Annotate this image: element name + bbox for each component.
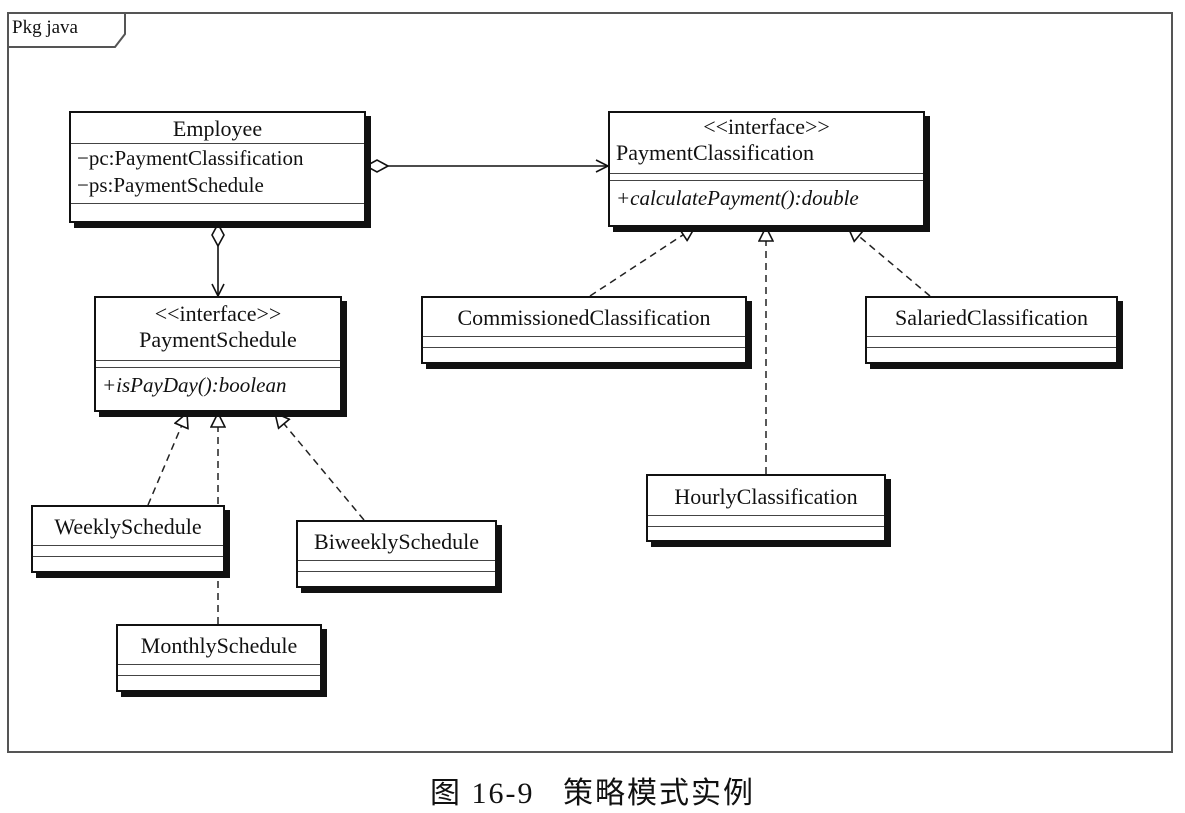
class-name: PaymentSchedule	[139, 327, 297, 352]
class-biweekly-schedule[interactable]: BiweeklySchedule	[296, 520, 497, 588]
attribute-ps: −ps:PaymentSchedule	[77, 173, 264, 197]
figure-caption: 图 16-9 策略模式实例	[430, 777, 755, 810]
class-name: HourlyClassification	[674, 484, 858, 509]
class-name: WeeklySchedule	[54, 514, 202, 539]
realization-biweekly	[275, 413, 365, 521]
realization-weekly	[147, 413, 187, 506]
operation-calculate-payment: +calculatePayment():double	[610, 180, 923, 215]
stereotype-label: <<interface>>	[703, 114, 830, 139]
class-commissioned-classification[interactable]: CommissionedClassification	[421, 296, 747, 364]
class-name: MonthlySchedule	[140, 633, 298, 658]
class-monthly-schedule[interactable]: MonthlySchedule	[116, 624, 322, 692]
class-name: Employee	[172, 116, 263, 141]
package-label: Pkg java	[12, 17, 78, 38]
class-name: PaymentClassification	[616, 140, 814, 165]
package-tab	[7, 12, 126, 48]
class-name: SalariedClassification	[894, 305, 1089, 330]
class-name: CommissionedClassification	[457, 305, 711, 330]
class-salaried-classification[interactable]: SalariedClassification	[865, 296, 1118, 364]
realization-commissioned	[589, 227, 695, 297]
stereotype-label: <<interface>>	[154, 301, 282, 326]
operation-is-pay-day: +isPayDay():boolean	[96, 367, 340, 402]
package-frame	[7, 12, 1173, 753]
interface-payment-classification[interactable]: <<interface>> PaymentClassification +cal…	[608, 111, 925, 227]
realization-salaried	[848, 227, 931, 297]
class-hourly-classification[interactable]: HourlyClassification	[646, 474, 886, 542]
class-employee[interactable]: Employee −pc:PaymentClassification −ps:P…	[69, 111, 366, 223]
interface-payment-schedule[interactable]: <<interface>> PaymentSchedule +isPayDay(…	[94, 296, 342, 412]
class-name: BiweeklySchedule	[314, 529, 479, 554]
class-weekly-schedule[interactable]: WeeklySchedule	[31, 505, 225, 573]
attribute-pc: −pc:PaymentClassification	[77, 146, 304, 170]
